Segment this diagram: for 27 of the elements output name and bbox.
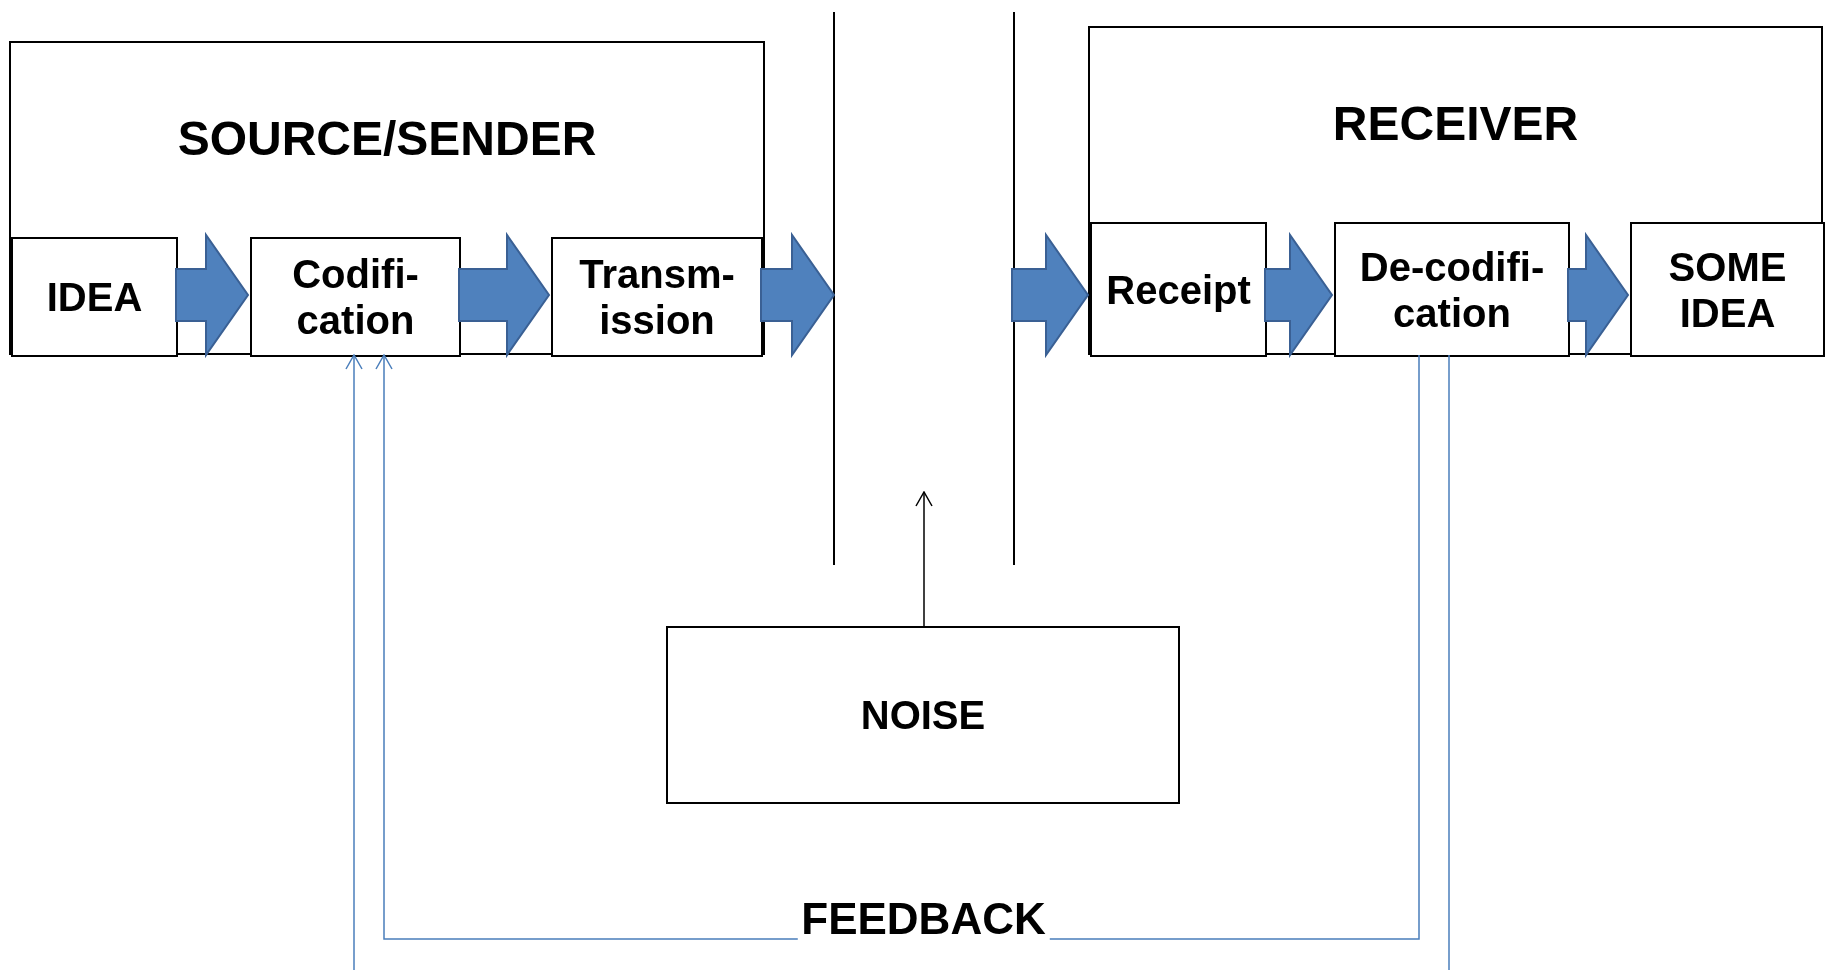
box-label: NOISE [860,692,986,738]
box-label: De-codifi- cation [1358,243,1546,336]
process-box [666,626,1180,804]
block-arrow [458,231,551,359]
process-box [1090,222,1267,357]
block-arrow [1011,231,1090,359]
process-box [551,237,763,357]
box-label: IDEA [46,274,143,320]
group-box [9,41,765,355]
block-arrow [760,231,836,359]
box-label: Receipt [1106,266,1251,313]
arrow [375,354,1420,940]
process-box [1334,222,1570,357]
group-title: SOURCE/SENDER [177,115,597,163]
block-arrow [1567,231,1630,359]
box-label: SOME IDEA [1667,243,1788,336]
block-arrow [1264,231,1334,359]
group-title: RECEIVER [1332,100,1579,148]
process-box [11,237,178,357]
arrow [915,491,933,627]
process-box [250,237,461,357]
process-box [1630,222,1825,357]
box-label: Transm- ission [578,251,736,343]
arrow [345,354,363,970]
box-label: Codifi- cation [291,251,420,343]
group-box [1088,26,1823,355]
block-arrow [175,231,250,359]
